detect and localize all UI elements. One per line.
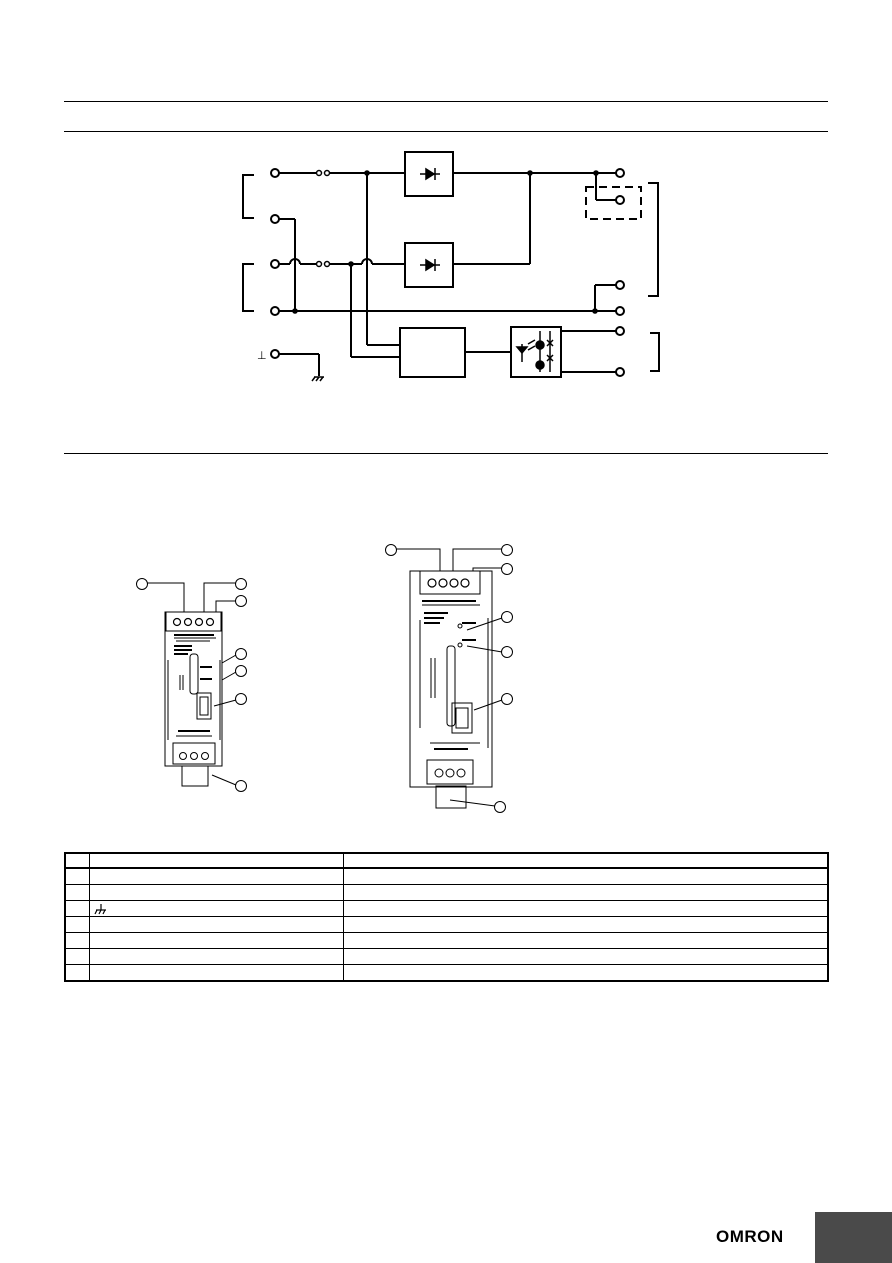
table-cell-name [88,900,344,917]
terminal-alarm-1 [615,326,625,336]
ground-label: ⊥ [257,350,267,362]
table-cell-no [64,884,90,901]
table-row [64,948,829,965]
table-cell-no [64,867,90,885]
header-rule-bottom [64,131,828,132]
table-cell-no [64,964,90,982]
table-cell-no [64,900,90,917]
relay-block [510,326,562,378]
table-cell-no [64,852,90,869]
terminal-in-1 [270,168,280,178]
product-drawing-large [385,544,513,813]
ground-terminal-icon [93,903,106,914]
table-cell-desc [342,867,829,885]
terminal-alarm-2 [615,367,625,377]
table-cell-name [88,964,344,982]
input-bracket-2 [242,263,254,312]
section-rule [64,453,828,454]
terminal-ground [270,349,280,359]
table-row [64,867,829,885]
input-bracket-1 [242,174,254,219]
terminal-out-4 [615,306,625,316]
terminal-in-4 [270,306,280,316]
terminal-out-3 [615,280,625,290]
table-cell-desc [342,948,829,965]
table-cell-desc [342,964,829,982]
terminal-in-3 [270,259,280,269]
table-cell-desc [342,932,829,949]
table-row [64,916,829,933]
table-row [64,900,829,917]
page-tab [815,1212,892,1263]
table-cell-desc [342,900,829,917]
table-row [64,964,829,982]
table-cell-no [64,932,90,949]
table-cell-name [88,884,344,901]
table-cell-desc [342,916,829,933]
terminal-table [64,852,829,982]
terminal-in-2 [270,214,280,224]
table-cell-name [88,852,344,869]
table-row [64,884,829,901]
brand-logo: OMRON [716,1227,784,1246]
product-drawing-small [136,578,247,792]
table-header-row [64,852,829,869]
terminal-out-2 [615,195,625,205]
table-cell-name [88,932,344,949]
table-cell-name [88,867,344,885]
table-row [64,932,829,949]
table-cell-no [64,916,90,933]
monitor-block [399,327,466,378]
header-rule-top [64,101,828,102]
terminal-out-1 [615,168,625,178]
alarm-bracket [650,332,660,372]
table-cell-desc [342,852,829,869]
table-cell-no [64,948,90,965]
optional-link-box [585,186,642,220]
table-cell-desc [342,884,829,901]
block-diagram: ⊥ [242,151,660,382]
table-cell-name [88,948,344,965]
output-bracket [648,182,659,297]
table-cell-name [88,916,344,933]
